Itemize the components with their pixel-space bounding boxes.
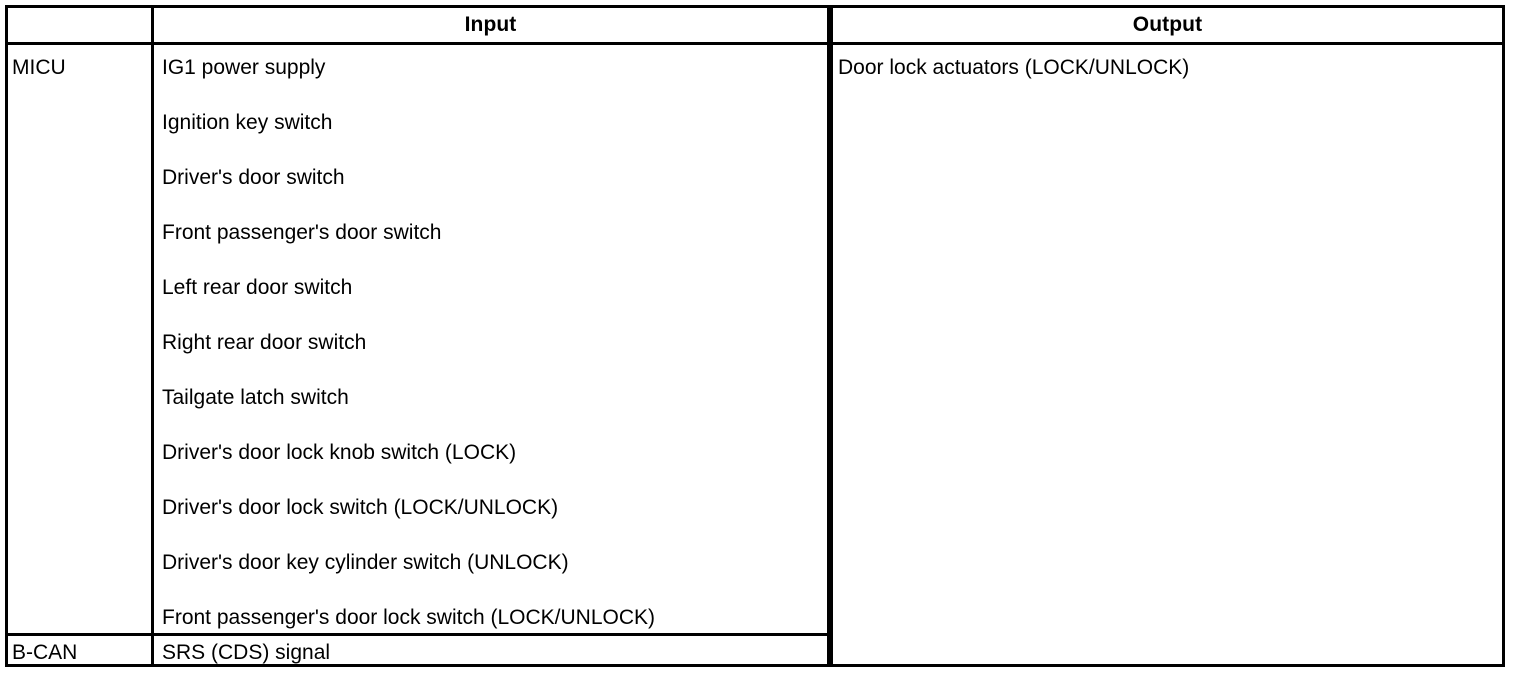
- output-item-door-lock-actuators: Door lock actuators (LOCK/UNLOCK): [838, 56, 1190, 79]
- category-body: MICU B-CAN: [8, 45, 151, 664]
- micu-input-item: Right rear door switch: [162, 331, 367, 354]
- row-divider-line: [154, 633, 827, 636]
- micu-input-item: IG1 power supply: [162, 56, 326, 79]
- header-divider-line: [833, 42, 1502, 45]
- micu-input-item: Left rear door switch: [162, 276, 353, 299]
- category-label-bcan: B-CAN: [12, 641, 78, 664]
- micu-input-item: Front passenger's door switch: [162, 221, 442, 244]
- micu-input-item: Front passenger's door lock switch (LOCK…: [162, 606, 656, 629]
- micu-input-item: Ignition key switch: [162, 111, 333, 134]
- micu-input-item: Driver's door switch: [162, 166, 345, 189]
- micu-input-item: Driver's door key cylinder switch (UNLOC…: [162, 551, 569, 574]
- category-column: MICU B-CAN: [8, 8, 151, 664]
- category-header-cell: [8, 8, 151, 42]
- input-header-cell: Input: [464, 13, 517, 36]
- output-column: Output Door lock actuators (LOCK/UNLOCK): [830, 8, 1502, 664]
- output-body: Door lock actuators (LOCK/UNLOCK): [833, 45, 1502, 664]
- row-divider-line: [8, 633, 151, 636]
- header-divider-line: [154, 42, 827, 45]
- output-header-cell: Output: [1132, 13, 1203, 36]
- micu-input-item: Driver's door lock knob switch (LOCK): [162, 441, 517, 464]
- bcan-input-item: SRS (CDS) signal: [162, 641, 331, 664]
- category-label-micu: MICU: [12, 56, 66, 79]
- micu-input-item: Driver's door lock switch (LOCK/UNLOCK): [162, 496, 559, 519]
- micu-input-item: Tailgate latch switch: [162, 386, 349, 409]
- header-divider-line: [8, 42, 151, 45]
